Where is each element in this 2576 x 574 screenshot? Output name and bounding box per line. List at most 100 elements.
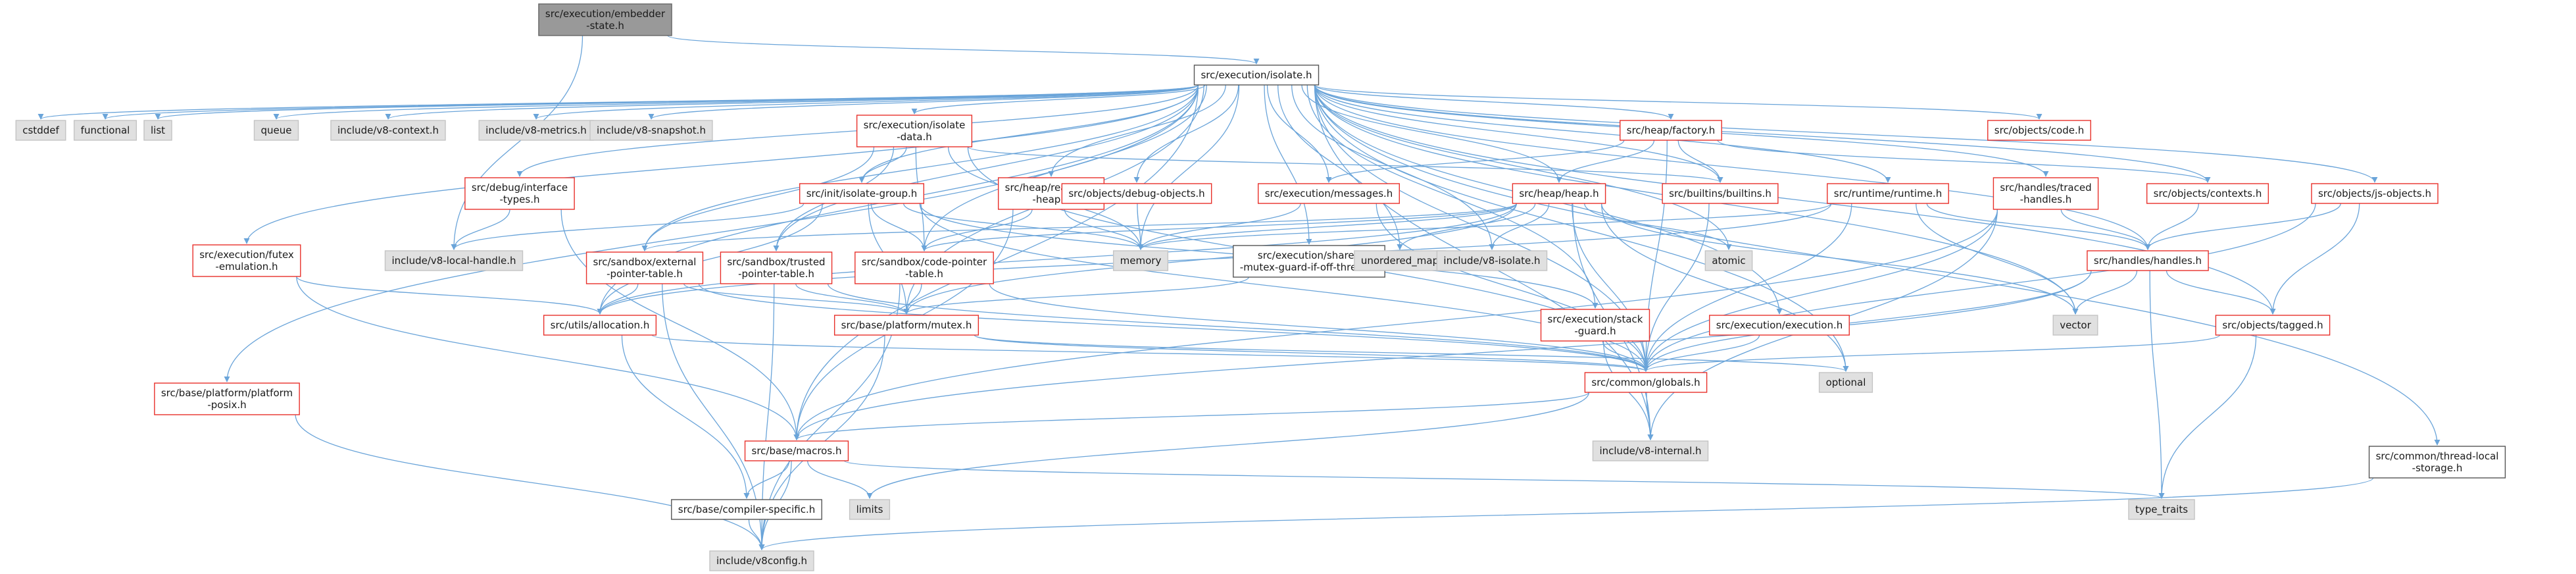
node-atomic[interactable]: atomic xyxy=(1704,250,1753,271)
node-limits[interactable]: limits xyxy=(849,499,891,520)
node-unorderedmap[interactable]: unordered_map xyxy=(1354,250,1446,271)
node-futex[interactable]: src/execution/futex-emulation.h xyxy=(192,244,301,277)
edge-isolate-to-sharedmutex xyxy=(1264,84,1312,245)
node-memory[interactable]: memory xyxy=(1112,250,1169,271)
node-box xyxy=(1512,183,1606,204)
node-v8localhandle[interactable]: include/v8-local-handle.h xyxy=(384,250,524,271)
edge-sbext-to-allocation xyxy=(597,283,639,315)
node-sbext[interactable]: src/sandbox/external-pointer-table.h xyxy=(585,251,704,284)
node-handles[interactable]: src/handles/handles.h xyxy=(2087,250,2209,271)
node-label: optional xyxy=(1826,377,1866,388)
node-label: src/execution/messages.h xyxy=(1265,188,1393,199)
node-label: include/v8-metrics.h xyxy=(485,124,587,136)
node-platposix[interactable]: src/base/platform/platform-posix.h xyxy=(154,382,300,415)
node-label: src/heap/heap.h xyxy=(1519,188,1598,199)
edge-heapfactory-to-contexts xyxy=(1717,140,2211,183)
node-v8internal[interactable]: include/v8-internal.h xyxy=(1592,440,1709,461)
edge-mutex-to-optional xyxy=(974,334,1849,372)
node-label: src/base/platform/platform xyxy=(161,387,293,399)
edge-heapro-to-memory xyxy=(1064,209,1144,250)
edge-heapheap-to-allocation xyxy=(597,203,1518,315)
node-sbcode[interactable]: src/sandbox/code-pointer-table.h xyxy=(855,251,994,284)
node-label: -heap.h xyxy=(1032,194,1070,205)
node-label: unordered_map xyxy=(1361,255,1439,267)
node-label: src/sandbox/trusted xyxy=(727,256,825,268)
node-mutex[interactable]: src/base/platform/mutex.h xyxy=(833,315,979,336)
node-label: include/v8-internal.h xyxy=(1599,445,1701,457)
edge-heapheap-to-sbcode xyxy=(921,203,1518,251)
node-vector[interactable]: vector xyxy=(2052,315,2098,336)
node-heapfactory[interactable]: src/heap/factory.h xyxy=(1620,120,1722,141)
edge-allocation-to-globals xyxy=(651,334,1649,372)
node-label: -posix.h xyxy=(207,399,246,411)
node-sbtrusted[interactable]: src/sandbox/trusted-pointer-table.h xyxy=(720,251,833,284)
node-threadlocal[interactable]: src/common/thread-local-storage.h xyxy=(2368,446,2506,479)
node-box xyxy=(1704,250,1753,271)
node-embedder[interactable]: src/execution/embedder-state.h xyxy=(538,3,672,36)
node-v8snapshot[interactable]: include/v8-snapshot.h xyxy=(589,120,713,141)
node-box xyxy=(1540,309,1650,342)
node-v8metrics[interactable]: include/v8-metrics.h xyxy=(478,120,594,141)
node-objcode[interactable]: src/objects/code.h xyxy=(1987,120,2091,141)
edge-isodata-to-isogroup xyxy=(858,146,907,183)
node-execution[interactable]: src/execution/execution.h xyxy=(1709,315,1850,336)
node-jsobjects[interactable]: src/objects/js-objects.h xyxy=(2311,183,2439,204)
node-isogroup[interactable]: src/init/isolate-group.h xyxy=(799,183,925,204)
node-compilerspec[interactable]: src/base/compiler-specific.h xyxy=(671,499,822,520)
node-allocation[interactable]: src/utils/allocation.h xyxy=(543,315,657,336)
node-contexts[interactable]: src/objects/contexts.h xyxy=(2146,183,2269,204)
edge-threadlocal-to-v8config xyxy=(758,477,2374,550)
edge-globals-to-v8internal xyxy=(1646,392,1654,440)
node-box xyxy=(2215,315,2331,336)
node-typetraits[interactable]: type_traits xyxy=(2128,499,2195,520)
edge-isolate-to-isodata xyxy=(911,84,1206,115)
node-v8context[interactable]: include/v8-context.h xyxy=(330,120,446,141)
node-optional[interactable]: optional xyxy=(1818,372,1873,393)
node-label: vector xyxy=(2060,319,2091,331)
node-cstddef[interactable]: cstddef xyxy=(15,120,66,141)
node-box xyxy=(589,120,713,141)
node-traced[interactable]: src/handles/traced-handles.h xyxy=(1993,177,2099,210)
edge-heapfactory-to-heapheap xyxy=(1556,140,1655,183)
node-box xyxy=(1662,183,1779,204)
node-v8isolate[interactable]: include/v8-isolate.h xyxy=(1436,250,1548,271)
edge-isolate-to-objcode xyxy=(1314,84,2043,120)
node-v8config[interactable]: include/v8config.h xyxy=(709,550,814,571)
edge-isolate-to-list xyxy=(155,84,1199,120)
node-stackguard[interactable]: src/execution/stack-guard.h xyxy=(1540,309,1650,342)
node-isodata[interactable]: src/execution/isolate-data.h xyxy=(856,115,973,147)
node-isolate[interactable]: src/execution/isolate.h xyxy=(1193,65,1320,86)
node-box xyxy=(538,3,672,36)
edge-isolate-to-futex xyxy=(243,84,1199,244)
node-runtime[interactable]: src/runtime/runtime.h xyxy=(1827,183,1949,204)
edge-mutex-to-globals xyxy=(974,334,1649,372)
node-label: include/v8-local-handle.h xyxy=(392,255,516,267)
node-label: -table.h xyxy=(905,268,943,280)
node-tagged[interactable]: src/objects/tagged.h xyxy=(2215,315,2331,336)
edge-macros-to-limits xyxy=(807,460,873,499)
edge-runtime-to-handles xyxy=(1926,203,2151,250)
edge-futex-to-macros xyxy=(296,276,800,440)
node-messages[interactable]: src/execution/messages.h xyxy=(1257,183,1400,204)
node-label: src/builtins/builtins.h xyxy=(1669,188,1771,199)
node-debugiface[interactable]: src/debug/interface-types.h xyxy=(464,177,575,210)
edge-isolate-to-platposix xyxy=(224,84,1199,382)
node-builtins[interactable]: src/builtins/builtins.h xyxy=(1662,183,1779,204)
edge-globals-to-limits xyxy=(866,392,1590,499)
node-box xyxy=(744,440,849,461)
node-macros[interactable]: src/base/macros.h xyxy=(744,440,849,461)
node-debugobjs[interactable]: src/objects/debug-objects.h xyxy=(1061,183,1212,204)
node-heapheap[interactable]: src/heap/heap.h xyxy=(1512,183,1606,204)
node-box xyxy=(833,315,979,336)
node-list[interactable]: list xyxy=(143,120,172,141)
node-box xyxy=(1592,440,1709,461)
edge-heapfactory-to-builtins xyxy=(1677,140,1723,183)
edge-isodata-to-builtins xyxy=(967,146,1723,183)
edge-isolate-to-debugobjs xyxy=(1133,84,1239,183)
node-functional[interactable]: functional xyxy=(73,120,137,141)
edge-macros-to-typetraits xyxy=(843,460,2164,499)
node-queue[interactable]: queue xyxy=(253,120,299,141)
edge-builtins-to-globals xyxy=(1643,203,1710,372)
node-box xyxy=(1709,315,1850,336)
node-globals[interactable]: src/common/globals.h xyxy=(1584,372,1708,393)
